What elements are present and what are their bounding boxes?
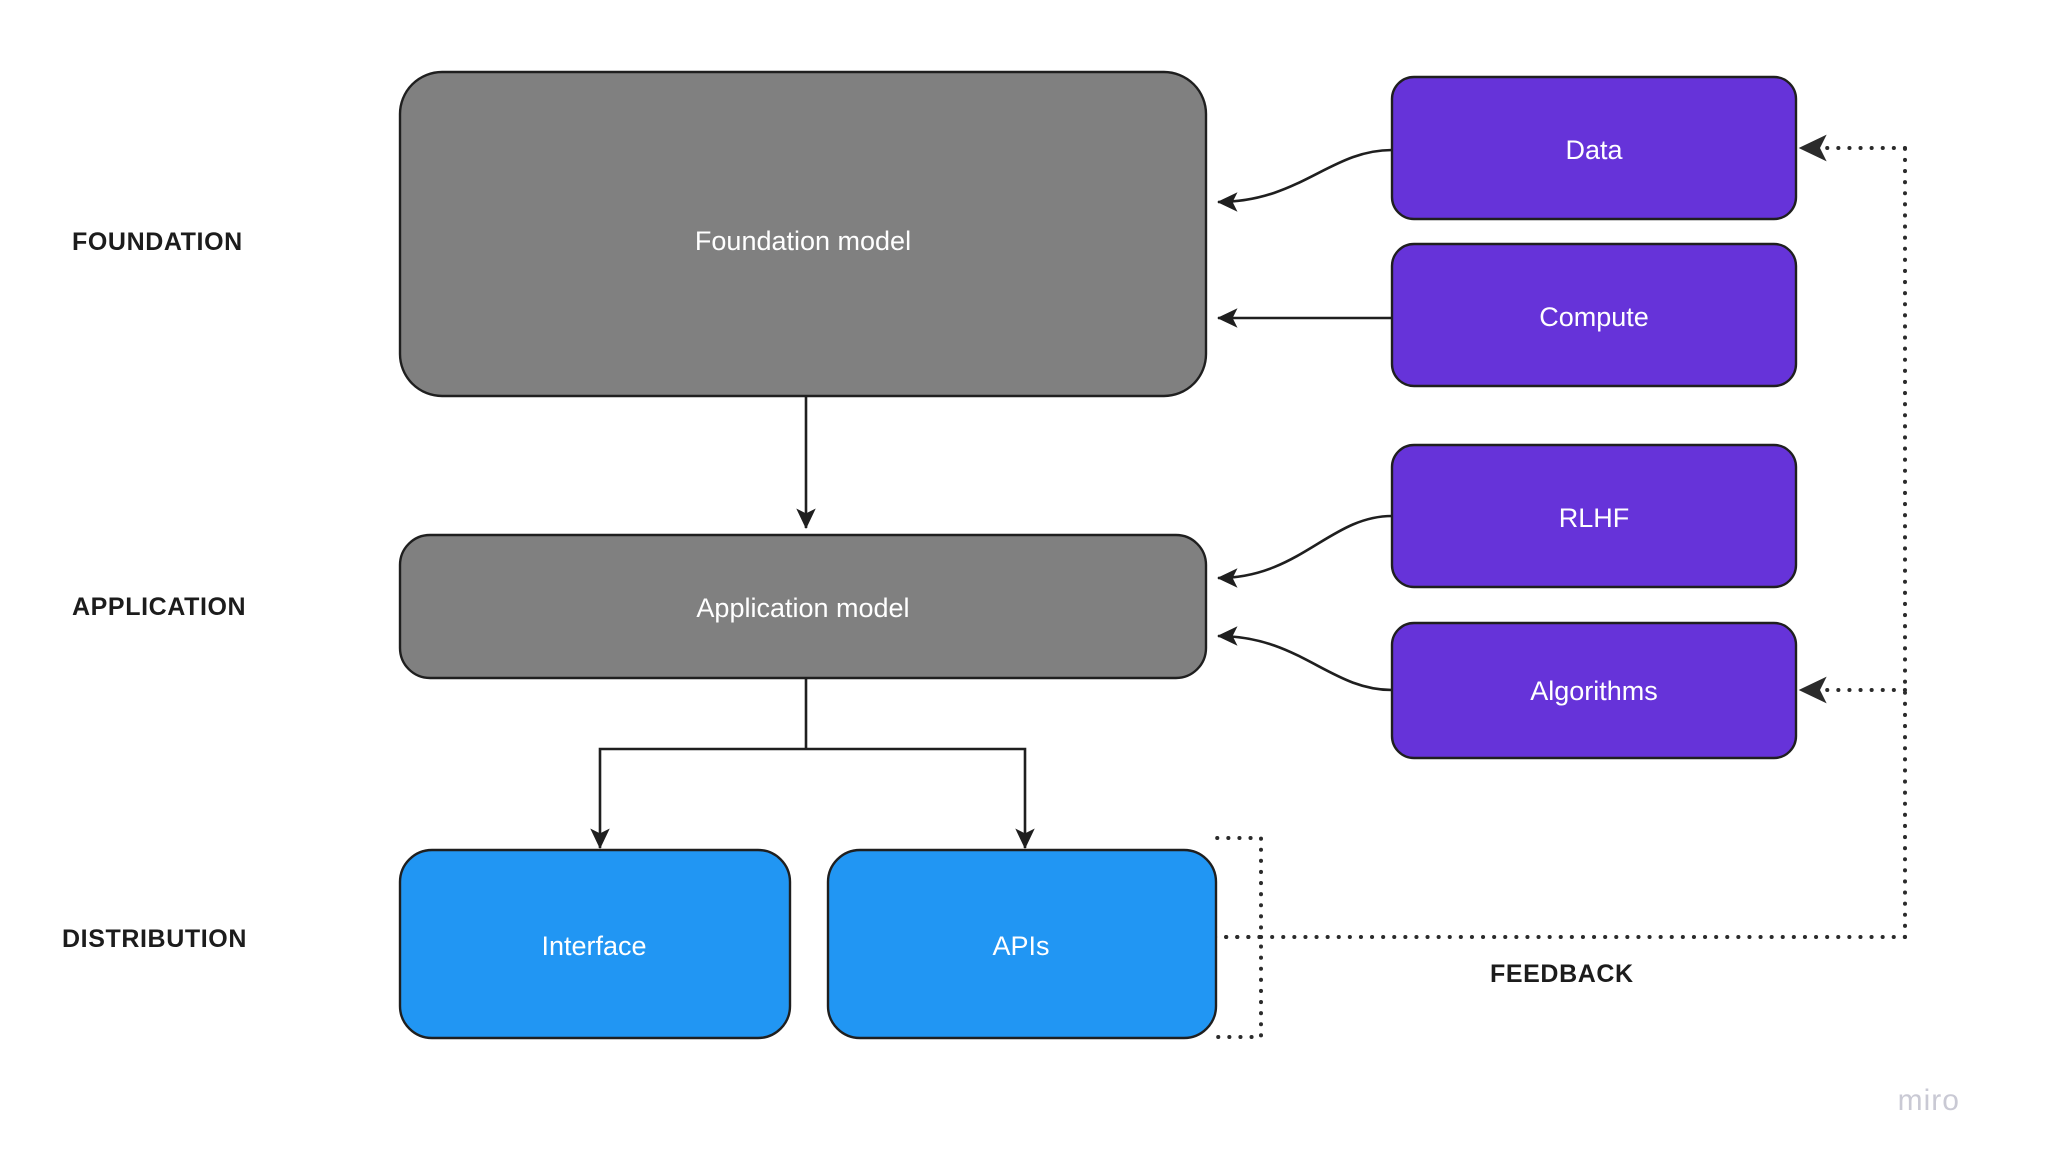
feedback-bracket-upper <box>1213 836 1263 939</box>
node-rlhf-shape <box>1390 443 1798 589</box>
stage-label-application: APPLICATION <box>72 593 246 621</box>
node-apis-label: APIs <box>992 931 1049 961</box>
node-algorithms-shape <box>1390 621 1798 760</box>
node-foundation-model[interactable]: Foundation model <box>398 70 1208 398</box>
node-interface-shape <box>398 848 792 1040</box>
edge-application-to-apis <box>806 747 1035 849</box>
node-data[interactable]: Data <box>1390 75 1798 221</box>
node-compute-shape <box>1390 242 1798 388</box>
node-compute[interactable]: Compute <box>1390 242 1798 388</box>
edge-data-to-foundation <box>1217 148 1393 212</box>
node-algorithms-label: Algorithms <box>1530 676 1658 706</box>
edge-rlhf-to-application <box>1217 514 1393 588</box>
node-apis[interactable]: APIs <box>826 848 1218 1040</box>
miro-watermark: miro <box>1898 1084 1960 1117</box>
node-application-model[interactable]: Application model <box>398 533 1208 680</box>
feedback-label: FEEDBACK <box>1490 960 1634 988</box>
node-application-model-shape <box>398 533 1208 680</box>
node-rlhf[interactable]: RLHF <box>1390 443 1798 589</box>
node-foundation-model-shape <box>398 70 1208 398</box>
edge-algorithms-to-application <box>1217 626 1393 692</box>
node-application-model-label: Application model <box>696 593 909 623</box>
node-data-shape <box>1390 75 1798 221</box>
node-algorithms[interactable]: Algorithms <box>1390 621 1798 760</box>
stage-label-foundation: FOUNDATION <box>72 228 243 256</box>
node-interface[interactable]: Interface <box>398 848 792 1040</box>
edge-application-to-interface <box>590 747 806 849</box>
node-rlhf-label: RLHF <box>1559 503 1630 533</box>
node-data-label: Data <box>1565 135 1623 165</box>
stage-label-distribution: DISTRIBUTION <box>62 925 247 953</box>
node-compute-label: Compute <box>1539 302 1649 332</box>
node-foundation-model-label: Foundation model <box>695 226 911 256</box>
node-interface-label: Interface <box>541 931 646 961</box>
node-apis-shape <box>826 848 1218 1040</box>
